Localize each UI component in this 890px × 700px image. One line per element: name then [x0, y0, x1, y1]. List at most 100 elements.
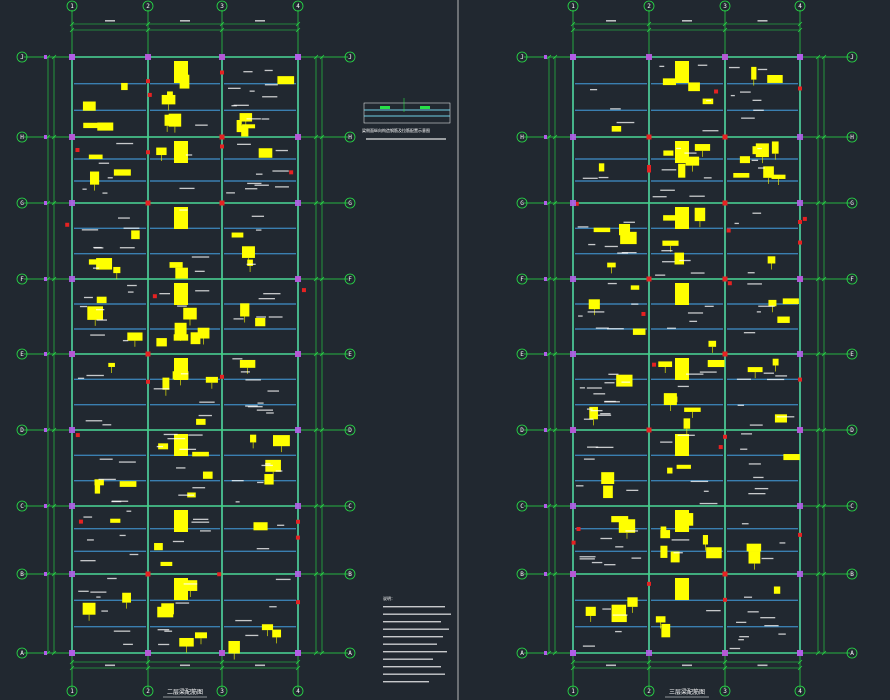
left-row-bubble-right-C: C — [344, 500, 356, 512]
right-dim-tick — [722, 665, 728, 671]
right-joint-marker — [797, 54, 803, 60]
left-beam-annotation — [193, 518, 209, 520]
left-beam-annotation — [227, 87, 241, 89]
left-rebar-label — [277, 76, 295, 85]
left-beam-annotation — [90, 591, 107, 593]
right-row-label-right-J: J — [850, 54, 854, 61]
right-column — [726, 228, 731, 233]
right-beam-annotation — [737, 404, 745, 406]
right-joint-marker — [722, 54, 728, 60]
left-beam-annotation — [129, 553, 139, 556]
left-joint-marker — [69, 351, 75, 357]
left-beam-annotation — [256, 409, 273, 411]
right-row-label-right-A: A — [850, 650, 854, 657]
right-row-bubble-left-E: E — [516, 348, 528, 360]
right-rebar-label — [768, 299, 777, 307]
right-beam-annotation — [751, 159, 759, 162]
left-beam-annotation — [96, 319, 107, 321]
right-rebar-label — [751, 66, 757, 80]
left-column — [219, 200, 225, 206]
left-rebar-label — [250, 434, 257, 443]
left-beam-annotation — [90, 334, 105, 336]
left-beam-annotation — [249, 90, 255, 92]
right-row-bubble-left-H: H — [516, 131, 528, 143]
right-dim-tick — [797, 21, 803, 27]
left-beam-annotation — [123, 227, 140, 229]
left-rebar-label — [183, 580, 198, 591]
left-beam-annotation — [191, 521, 210, 523]
right-beam-annotation — [703, 177, 712, 179]
left-row-bubble-left-F: F — [16, 273, 28, 285]
left-column — [295, 535, 300, 540]
detail-rebar-2 — [420, 106, 430, 109]
left-beam-annotation — [179, 187, 195, 190]
left-joint-marker — [219, 650, 225, 656]
left-beam-annotation — [119, 247, 135, 249]
left-rebar-label — [113, 169, 131, 176]
right-rebar-label — [767, 74, 783, 83]
right-beam-annotation — [758, 305, 775, 307]
right-col-label-bottom-3: 3 — [723, 688, 727, 695]
left-row-label-left-E: E — [20, 351, 24, 358]
right-column — [647, 581, 651, 586]
right-row-bubble-left-F: F — [516, 273, 528, 285]
right-joint-marker — [570, 54, 576, 60]
left-beam-annotation — [268, 316, 283, 318]
right-dim-tick — [646, 27, 652, 33]
right-joint-marker — [797, 503, 803, 509]
right-rebar-label — [616, 374, 633, 387]
right-beam-annotation — [586, 387, 602, 389]
left-dim-tick — [51, 351, 57, 357]
left-row-bubble-right-A: A — [344, 647, 356, 659]
right-dim-tick — [552, 276, 558, 282]
left-joint-marker — [69, 503, 75, 509]
right-beam-annotation — [590, 88, 598, 91]
left-row-label-left-D: D — [20, 427, 24, 434]
left-joint-marker — [69, 571, 75, 577]
left-beam-annotation — [119, 534, 126, 537]
right-dim-tick — [646, 659, 652, 665]
right-row-bubble-right-D: D — [846, 424, 858, 436]
left-beam-annotation — [198, 414, 212, 417]
left-rebar-label-stack — [174, 434, 188, 456]
right-beam-annotation — [604, 564, 616, 566]
right-column — [722, 351, 728, 357]
right-beam-annotation — [631, 303, 639, 305]
left-beam-annotation — [127, 291, 134, 293]
right-beam-annotation — [753, 109, 764, 111]
right-row-label-right-H: H — [850, 134, 854, 141]
left-column — [296, 600, 300, 605]
left-beam-annotation — [251, 215, 265, 217]
right-rebar-label-stack — [675, 578, 689, 600]
right-rebar-label — [694, 144, 711, 151]
right-column — [576, 527, 581, 532]
left-rebar-label — [94, 480, 101, 494]
left-dim-text-top — [105, 20, 115, 22]
right-row-label-right-E: E — [850, 351, 854, 358]
left-edge-marker — [44, 428, 47, 432]
left-row-label-right-D: D — [348, 427, 352, 434]
left-rebar-label — [192, 451, 209, 457]
left-beam-annotation — [233, 104, 249, 106]
right-rebar-label — [708, 340, 717, 347]
right-rebar-label — [767, 256, 776, 264]
left-beam-annotation — [101, 610, 108, 612]
left-beam-annotation — [163, 433, 178, 436]
right-rebar-label — [739, 156, 750, 164]
right-rebar-label — [755, 143, 769, 158]
left-beam-annotation — [195, 124, 208, 126]
right-beam-annotation — [660, 441, 673, 443]
left-beam-annotation — [78, 590, 89, 592]
left-rebar-label — [179, 637, 194, 647]
right-beam-annotation — [659, 65, 665, 68]
left-edge-marker — [44, 572, 47, 576]
right-beam-annotation — [756, 311, 761, 313]
left-dim-tick — [145, 659, 151, 665]
left-dim-tick — [313, 276, 319, 282]
left-column — [220, 144, 224, 149]
left-rebar-label — [197, 327, 210, 339]
right-rebar-label-stack — [675, 207, 689, 229]
right-rebar-label — [611, 604, 627, 616]
right-column — [802, 216, 807, 221]
left-row-label-right-C: C — [348, 503, 352, 510]
